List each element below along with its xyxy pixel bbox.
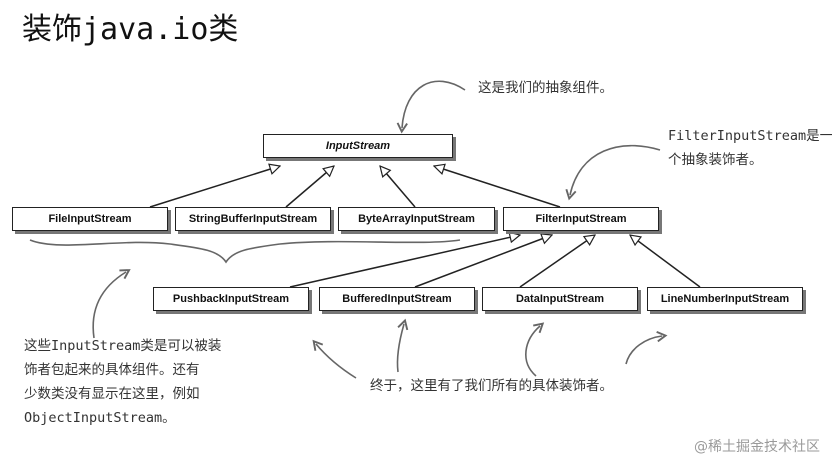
note-concrete-components-line4: ObjectInputStream。	[24, 410, 176, 426]
note-abstract-decorator-line1: FilterInputStream是一	[668, 128, 832, 144]
annotation-arrows	[92, 80, 668, 379]
note-concrete-components-line3: 少数类没有显示在这里，例如	[24, 386, 200, 402]
class-file-input-stream: FileInputStream	[12, 207, 168, 231]
class-input-stream: InputStream	[263, 134, 453, 158]
note-concrete-components: 这些InputStream类是可以被装 饰者包起来的具体组件。还有 少数类没有显…	[24, 334, 221, 430]
class-line-number-input-stream: LineNumberInputStream	[647, 287, 803, 311]
page-title: 装饰java.io类	[22, 12, 239, 47]
class-string-buffer-input-stream: StringBufferInputStream	[175, 207, 331, 231]
note-abstract-decorator-line2: 个抽象装饰者。	[668, 152, 763, 168]
note-concrete-decorators: 终于，这里有了我们所有的具体装饰者。	[370, 378, 613, 394]
note-abstract-decorator: FilterInputStream是一 个抽象装饰者。	[668, 124, 832, 172]
note-concrete-components-line2: 饰者包起来的具体组件。还有	[24, 362, 200, 378]
class-pushback-input-stream: PushbackInputStream	[153, 287, 309, 311]
class-byte-array-input-stream: ByteArrayInputStream	[338, 207, 495, 231]
class-filter-input-stream: FilterInputStream	[503, 207, 659, 231]
class-data-input-stream: DataInputStream	[482, 287, 638, 311]
watermark: @稀土掘金技术社区	[694, 439, 820, 455]
note-abstract-component: 这是我们的抽象组件。	[478, 80, 613, 96]
inheritance-arrows	[149, 166, 701, 288]
class-buffered-input-stream: BufferedInputStream	[319, 287, 475, 311]
note-concrete-components-line1: 这些InputStream类是可以被装	[24, 338, 222, 354]
components-brace	[29, 239, 461, 264]
